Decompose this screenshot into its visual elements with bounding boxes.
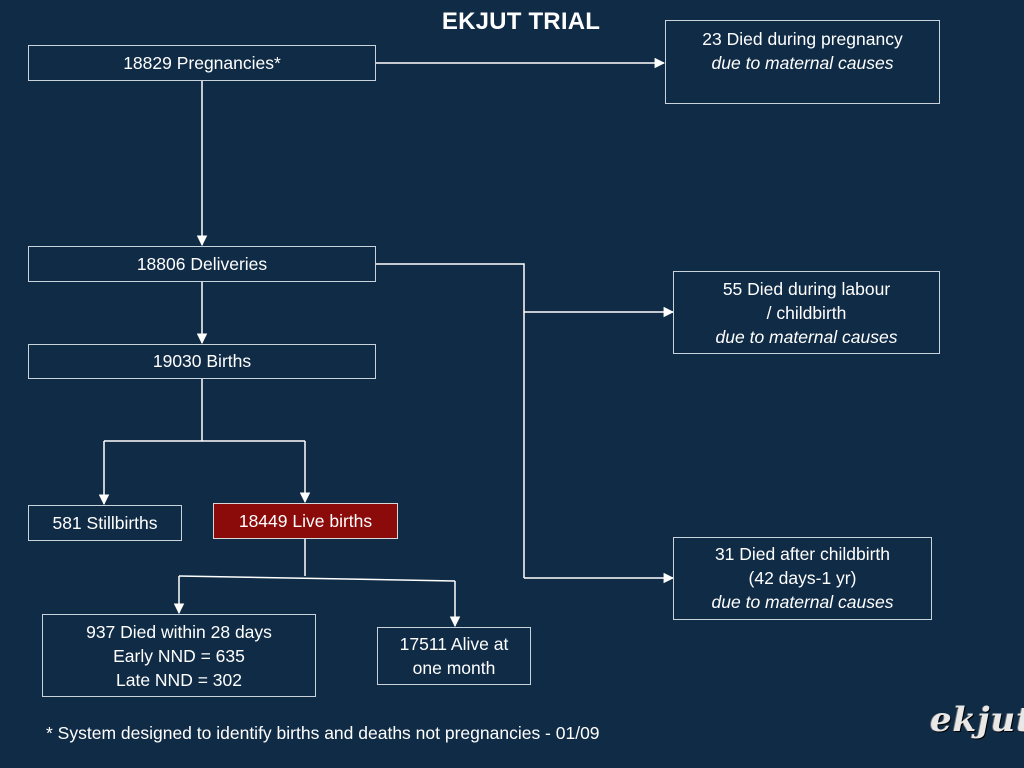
node-died-pregnancy-count: 23 Died during pregnancy — [702, 29, 903, 49]
node-alive-period: one month — [412, 658, 496, 678]
node-died-within-count: 937 Died within 28 days — [86, 622, 272, 642]
node-died-labour-detail: / childbirth — [766, 303, 847, 323]
line-births-split — [104, 379, 305, 442]
node-live-births-label: 18449 Live births — [238, 511, 373, 531]
node-alive-count: 17511 Alive at — [399, 634, 509, 654]
node-died-within-28-days: 937 Died within 28 days Early NND = 635 … — [42, 614, 316, 697]
ekjut-logo: ekjut — [930, 700, 1024, 740]
node-died-after-period: (42 days-1 yr) — [748, 568, 857, 588]
node-died-labour: 55 Died during labour / childbirth due t… — [673, 271, 940, 354]
node-died-labour-cause: due to maternal causes — [715, 327, 898, 347]
node-pregnancies: 18829 Pregnancies* — [28, 45, 376, 81]
node-stillbirths-label: 581 Stillbirths — [52, 513, 158, 533]
node-died-within-late: Late NND = 302 — [116, 670, 242, 690]
node-died-after-count: 31 Died after childbirth — [714, 544, 891, 564]
node-stillbirths: 581 Stillbirths — [28, 505, 182, 541]
node-births-label: 19030 Births — [152, 351, 252, 371]
node-died-after-childbirth: 31 Died after childbirth (42 days-1 yr) … — [673, 537, 932, 620]
node-births: 19030 Births — [28, 344, 376, 379]
node-died-within-early: Early NND = 635 — [113, 646, 245, 666]
line-live-split — [178, 539, 456, 582]
node-deliveries: 18806 Deliveries — [28, 246, 376, 282]
node-live-births: 18449 Live births — [213, 503, 398, 539]
node-died-labour-count: 55 Died during labour — [722, 279, 891, 299]
node-alive-one-month: 17511 Alive at one month — [377, 627, 531, 685]
line-deliveries-right — [376, 263, 525, 578]
footnote: * System designed to identify births and… — [46, 723, 600, 743]
node-deliveries-label: 18806 Deliveries — [136, 254, 268, 274]
node-died-pregnancy-cause: due to maternal causes — [711, 53, 894, 73]
node-died-pregnancy: 23 Died during pregnancy due to maternal… — [665, 20, 940, 104]
node-died-after-cause: due to maternal causes — [711, 592, 894, 612]
node-pregnancies-label: 18829 Pregnancies* — [123, 53, 281, 73]
page-title: EKJUT TRIAL — [441, 8, 601, 35]
